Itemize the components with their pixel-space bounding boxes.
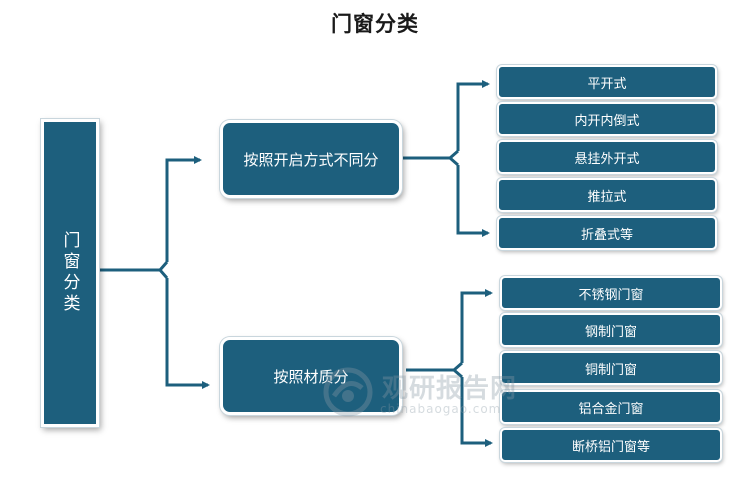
item-copper: 铜制门窗	[500, 351, 722, 385]
item-sliding: 推拉式	[497, 178, 717, 212]
item-label: 平开式	[587, 76, 627, 92]
category-label: 按照材质分	[273, 367, 349, 386]
item-label: 铜制门窗	[584, 362, 637, 378]
diagram-title: 门窗分类	[331, 12, 419, 36]
root-label: 门窗分类	[59, 231, 80, 315]
item-casement: 平开式	[497, 65, 717, 99]
category-material: 按照材质分	[220, 337, 402, 415]
watermark: 观研报告网 chinabaogao.com	[322, 364, 532, 420]
watermark-cn-text: 观研报告网	[382, 374, 518, 404]
item-folding: 折叠式等	[497, 216, 717, 250]
item-label: 断桥铝门窗等	[571, 439, 650, 455]
category-opening-method: 按照开启方式不同分	[220, 120, 402, 198]
watermark-logo-icon	[323, 367, 373, 417]
category-label: 按照开启方式不同分	[243, 150, 379, 169]
root-node: 门窗分类	[41, 119, 99, 427]
item-top-hung: 悬挂外开式	[497, 140, 717, 174]
item-label: 钢制门窗	[584, 324, 637, 340]
item-label: 内开内倒式	[574, 113, 640, 129]
item-steel: 钢制门窗	[500, 313, 722, 347]
item-aluminum-alloy: 铝合金门窗	[500, 390, 722, 424]
item-label: 不锈钢门窗	[578, 287, 644, 303]
item-tilt-turn: 内开内倒式	[497, 102, 717, 136]
watermark-en-text: chinabaogao.com	[380, 402, 502, 416]
item-label: 折叠式等	[580, 227, 633, 243]
item-stainless-steel: 不锈钢门窗	[500, 276, 722, 310]
item-label: 铝合金门窗	[578, 401, 644, 417]
item-label: 推拉式	[587, 189, 627, 205]
item-thermal-break-aluminum: 断桥铝门窗等	[500, 428, 722, 462]
item-label: 悬挂外开式	[574, 151, 640, 167]
